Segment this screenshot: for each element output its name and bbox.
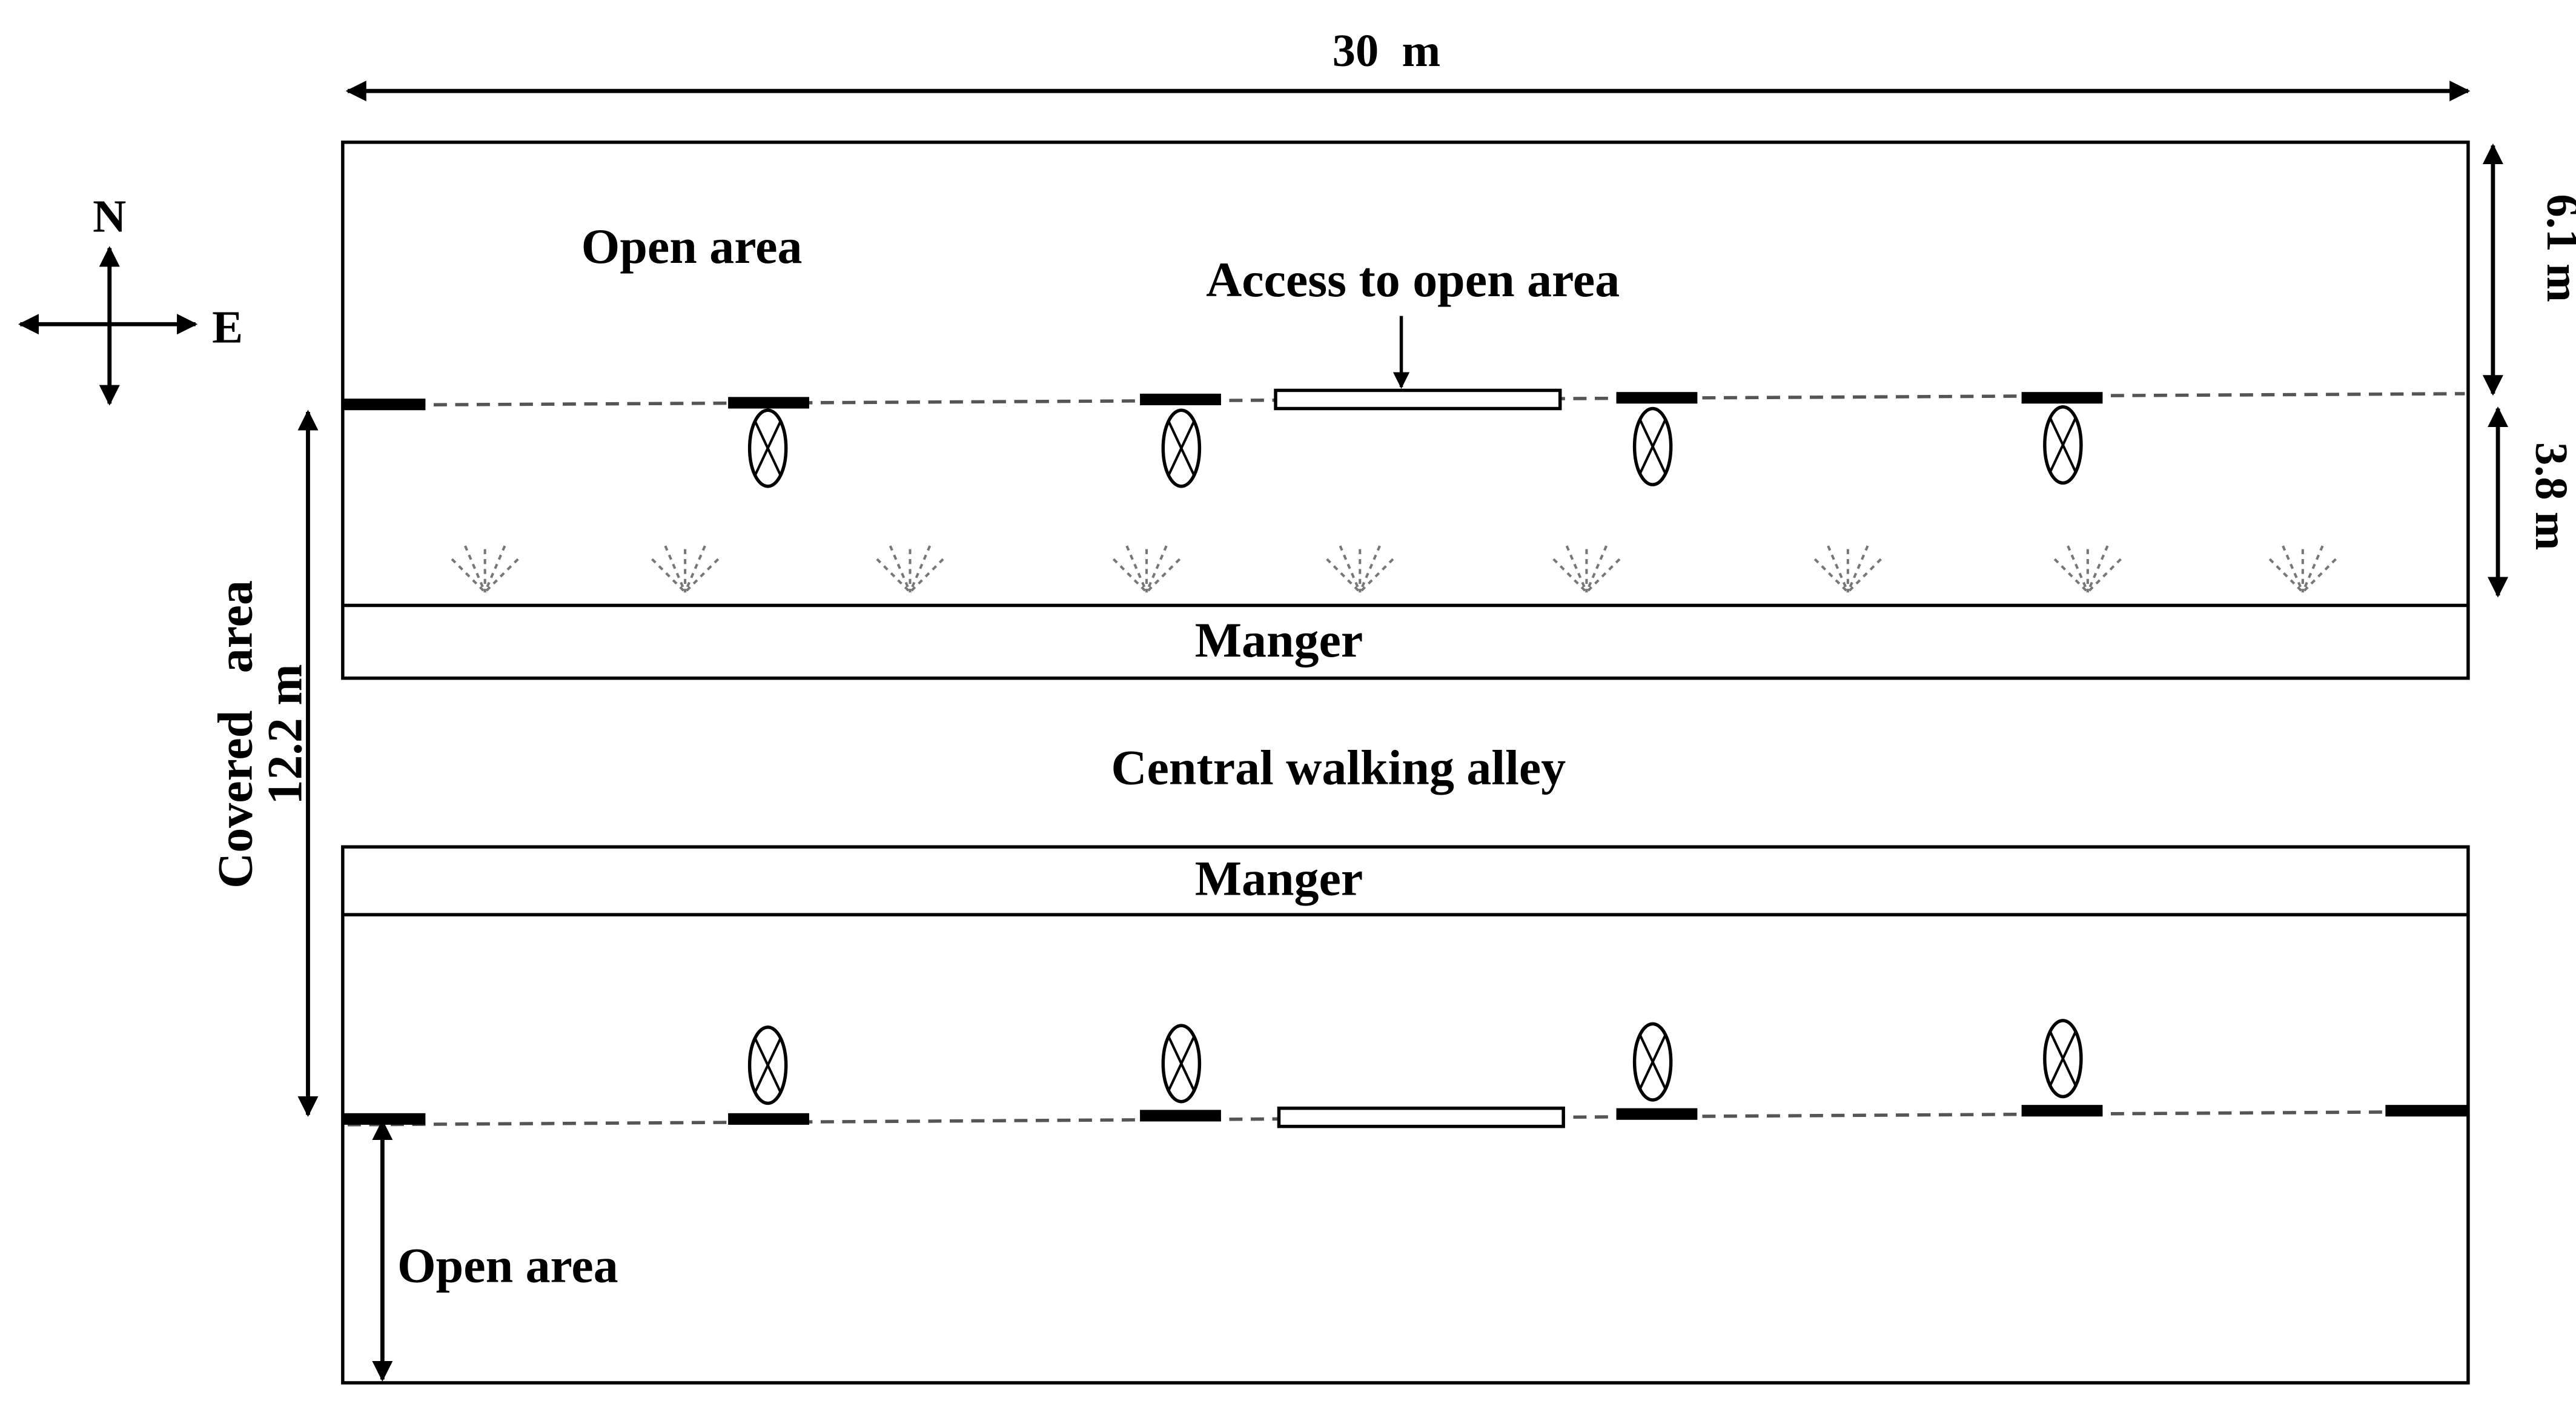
fan-icon — [1632, 1022, 1673, 1102]
covered-half-dimension-label: 3.8 m — [2526, 442, 2576, 550]
width-dimension-label: 30 m — [1333, 25, 1440, 76]
fan-icon — [747, 1025, 788, 1105]
pillar-block — [1140, 393, 1221, 406]
fan-icon — [747, 408, 788, 488]
access-gate — [1274, 388, 1562, 411]
fan-icon — [2043, 1019, 2083, 1099]
east-label: E — [212, 301, 243, 353]
pillar-block — [2021, 1105, 2103, 1117]
sprinkler-icon — [1813, 545, 1882, 594]
fan-icon — [2043, 405, 2083, 485]
central-alley-label: Central walking alley — [1111, 740, 1566, 795]
pillar-block — [1616, 1108, 1698, 1120]
open-area-bottom-label: Open area — [397, 1237, 618, 1293]
sprinkler-icon — [2053, 545, 2122, 594]
access-gate — [1277, 1106, 1565, 1128]
north-label: N — [93, 190, 126, 242]
pillar-block — [728, 1113, 809, 1125]
manger-bottom-label: Manger — [1195, 850, 1363, 906]
sprinkler-icon — [451, 545, 519, 594]
compass-icon — [18, 246, 198, 406]
pillar-block — [2385, 1105, 2468, 1117]
sprinkler-icon — [1552, 545, 1621, 594]
covered-area-label: Covered area — [208, 580, 263, 889]
pillar-block — [342, 1113, 426, 1125]
pillar-block — [1616, 392, 1698, 404]
covered-area-dimension-label: 12.2 m — [257, 664, 313, 804]
fan-icon — [1161, 1024, 1202, 1104]
open-area-top-label: Open area — [581, 219, 803, 274]
pillar-block — [342, 399, 426, 411]
pillar-block — [1140, 1110, 1221, 1122]
pillar-block — [2021, 392, 2103, 404]
open-area-dimension-label: 6.1 m — [2537, 194, 2576, 302]
sprinkler-icon — [1326, 545, 1394, 594]
manger-top-label: Manger — [1195, 612, 1363, 667]
sprinkler-icon — [2268, 545, 2337, 594]
fan-icon — [1161, 408, 1202, 488]
pillar-block — [728, 397, 809, 409]
access-label: Access to open area — [1206, 252, 1620, 307]
sprinkler-icon — [1112, 545, 1181, 594]
sprinkler-icon — [651, 545, 720, 594]
fan-icon — [1632, 406, 1673, 486]
sprinkler-icon — [876, 545, 944, 594]
